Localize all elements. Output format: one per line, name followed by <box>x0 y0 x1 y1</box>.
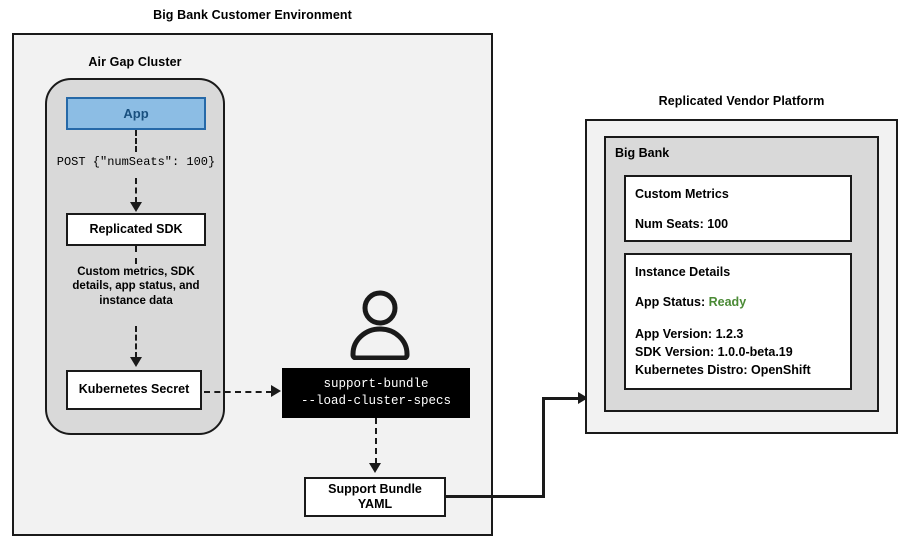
customer-environment-title: Big Bank Customer Environment <box>153 8 352 22</box>
arrowhead-into-command <box>271 385 281 397</box>
node-support-bundle-command[interactable]: support-bundle --load-cluster-specs <box>282 368 470 418</box>
vendor-platform-title: Replicated Vendor Platform <box>658 94 825 108</box>
status-badge: Ready <box>708 295 747 309</box>
connector-app-to-label <box>135 130 137 152</box>
app-status-label: App Status: <box>635 295 706 309</box>
instance-details-app-status: App Status: Ready <box>635 295 746 309</box>
custom-metrics-num-seats: Num Seats: 100 <box>635 217 729 231</box>
instance-details-sdk-version: SDK Version: 1.0.0-beta.19 <box>635 345 793 359</box>
node-replicated-sdk[interactable]: Replicated SDK <box>66 213 206 246</box>
customer-account-name: Big Bank <box>615 146 670 160</box>
node-app[interactable]: App <box>66 97 206 130</box>
instance-details-title: Instance Details <box>635 265 731 279</box>
connector-secret-to-command <box>204 391 272 393</box>
person-icon <box>345 288 415 361</box>
card-instance-details <box>624 253 852 390</box>
custom-metrics-title: Custom Metrics <box>635 187 729 201</box>
arrowhead-into-vendor-platform <box>578 392 588 404</box>
node-kubernetes-secret[interactable]: Kubernetes Secret <box>66 370 202 410</box>
card-custom-metrics <box>624 175 852 242</box>
connector-yaml-into-platform-segment <box>542 397 585 400</box>
connector-yaml-right-segment <box>446 495 545 498</box>
connector-sdk-to-label <box>135 246 137 264</box>
arrowhead-into-yaml <box>369 463 381 473</box>
connector-label-to-sdk <box>135 178 137 203</box>
connector-command-to-yaml <box>375 418 377 464</box>
connector-yaml-up-segment <box>542 397 545 498</box>
air-gap-cluster-title: Air Gap Cluster <box>88 55 182 69</box>
arrowhead-into-secret <box>130 357 142 367</box>
edge-label-post-numseats: POST {"numSeats": 100} <box>56 155 216 169</box>
connector-label-to-secret <box>135 326 137 358</box>
edge-label-custom-metrics: Custom metrics, SDK details, app status,… <box>72 266 200 307</box>
instance-details-app-version: App Version: 1.2.3 <box>635 327 744 341</box>
arrowhead-into-sdk <box>130 202 142 212</box>
command-line-2: --load-cluster-specs <box>300 394 452 408</box>
instance-details-k8s-distro: Kubernetes Distro: OpenShift <box>635 363 811 377</box>
command-line-1: support-bundle <box>323 376 429 391</box>
